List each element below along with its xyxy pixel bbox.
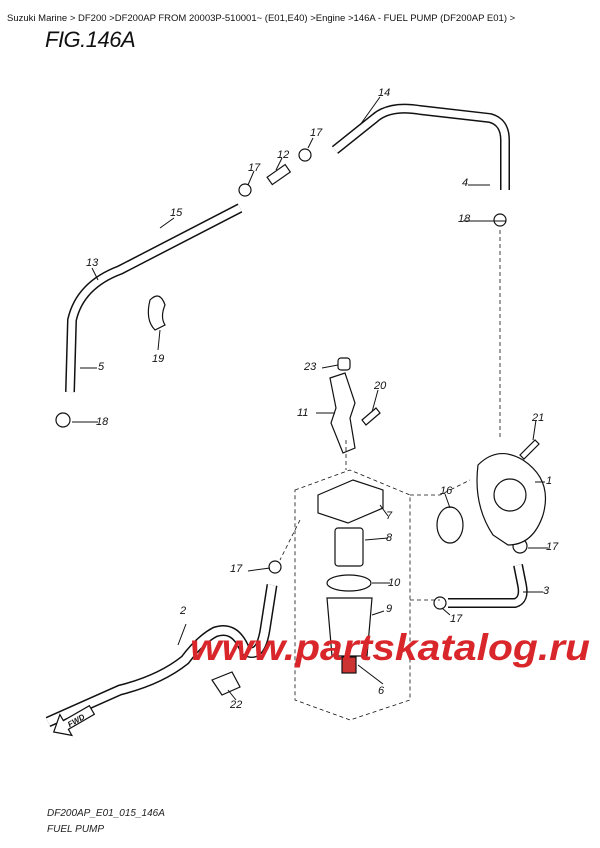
caption: FUEL PUMP (47, 824, 105, 835)
connector-12 (266, 163, 292, 186)
clamp (55, 412, 71, 428)
callout[interactable]: 3 (543, 585, 550, 597)
callout[interactable]: 10 (388, 577, 401, 589)
clamp (238, 183, 252, 197)
hose-3-inner (448, 564, 527, 607)
clamp (298, 148, 312, 162)
filter-bowl-9 (326, 597, 373, 657)
callout[interactable]: 1 (546, 475, 552, 487)
callout[interactable]: 17 (310, 127, 323, 139)
hose-2-inner (46, 584, 276, 726)
callout[interactable]: 18 (458, 213, 471, 225)
hose-14 (331, 103, 510, 190)
callout[interactable]: 16 (440, 485, 453, 497)
clamp (268, 560, 282, 574)
clip-19 (147, 295, 166, 331)
callout[interactable]: 14 (378, 87, 390, 99)
callout[interactable]: 17 (230, 563, 243, 575)
callout[interactable]: 12 (277, 149, 289, 161)
callout[interactable]: 22 (229, 699, 242, 711)
callout[interactable]: 13 (86, 257, 99, 269)
breadcrumb[interactable]: Suzuki Marine > DF200 >DF200AP FROM 2000… (7, 13, 516, 24)
figure-title: FIG.146A (45, 27, 136, 52)
callout[interactable]: 15 (170, 207, 183, 219)
hose-3 (448, 564, 528, 608)
pump-cap (493, 478, 527, 512)
drain-6 (341, 656, 357, 674)
hose-14-inner (332, 105, 509, 190)
clamp (493, 213, 507, 227)
callout[interactable]: 17 (450, 613, 463, 625)
filter-box (294, 469, 411, 721)
callout[interactable]: 4 (462, 177, 468, 189)
callout[interactable]: 21 (531, 412, 544, 424)
o-ring-10 (326, 574, 372, 592)
callout[interactable]: 23 (303, 361, 317, 373)
callout[interactable]: 11 (297, 407, 308, 419)
callout[interactable]: 7 (386, 510, 393, 522)
leader-lines (72, 96, 548, 701)
nut-23 (337, 357, 351, 371)
o-ring-16 (436, 506, 464, 544)
bolt-20 (361, 407, 381, 426)
dashed-line (279, 230, 501, 601)
callout[interactable]: 20 (373, 380, 387, 392)
clip-22 (211, 671, 241, 696)
callout[interactable]: 18 (96, 416, 109, 428)
callout[interactable]: 5 (98, 361, 105, 373)
callout[interactable]: 19 (152, 353, 164, 365)
clamp (433, 596, 447, 610)
callout-labels: 14 17 12 17 4 18 15 13 5 19 18 23 20 11 … (86, 87, 559, 711)
watermark: www.partskatalog.ru (190, 627, 590, 668)
bolt-21 (519, 439, 540, 460)
callout[interactable]: 17 (546, 541, 559, 553)
filter-element-8 (334, 527, 364, 567)
diagram-code: DF200AP_E01_015_146A (47, 808, 165, 819)
callout[interactable]: 2 (179, 605, 186, 617)
callout[interactable]: 6 (378, 685, 385, 697)
filter-head-7 (317, 479, 384, 524)
callout[interactable]: 9 (386, 603, 392, 615)
hose-15-inner (66, 204, 242, 393)
callout[interactable]: 17 (248, 162, 261, 174)
callout[interactable]: 8 (386, 532, 393, 544)
